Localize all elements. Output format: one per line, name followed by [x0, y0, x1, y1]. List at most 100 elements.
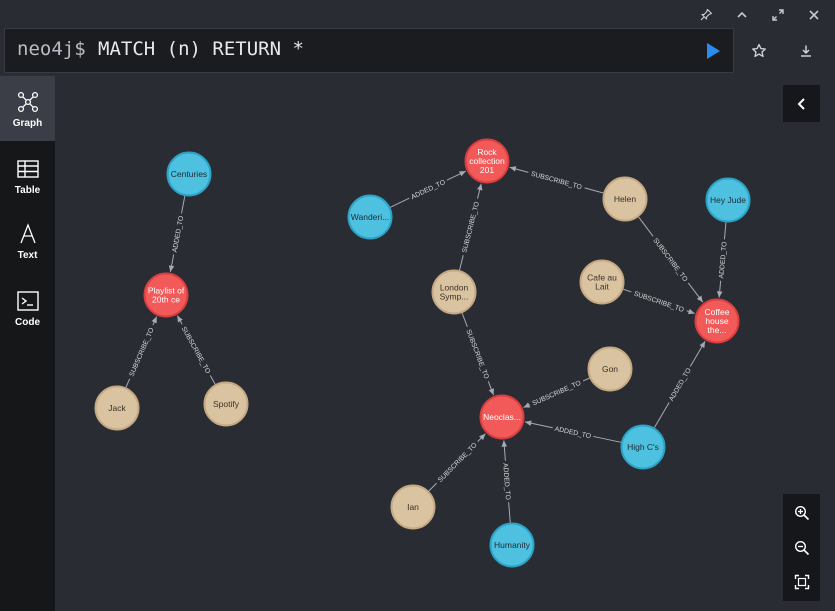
relationship-line[interactable] — [390, 197, 410, 208]
zoom-out-button[interactable] — [783, 531, 820, 564]
relationship[interactable]: SUBSCRIBE_TO — [461, 312, 495, 396]
pin-icon[interactable] — [695, 4, 717, 26]
relationship-line[interactable] — [176, 315, 183, 325]
relationship-line[interactable] — [723, 222, 727, 240]
relationship-line[interactable] — [524, 420, 553, 429]
graph-node-wanderi[interactable]: Wanderi... — [347, 194, 393, 240]
graph-node-highcs[interactable]: High C's — [620, 424, 666, 470]
node-circle[interactable] — [579, 259, 625, 305]
graph-node-spotify[interactable]: Spotify — [203, 381, 249, 427]
relationship[interactable]: SUBSCRIBE_TO — [509, 166, 604, 194]
text-icon — [17, 222, 39, 246]
node-circle[interactable] — [390, 484, 436, 530]
run-query-button[interactable] — [703, 41, 723, 61]
graph-node-heyjude[interactable]: Hey Jude — [705, 177, 751, 223]
node-circle[interactable] — [464, 138, 510, 184]
graph-node-london[interactable]: LondonSymp... — [431, 269, 477, 315]
relationship-line[interactable] — [508, 502, 511, 523]
zoom-in-button[interactable] — [783, 496, 820, 529]
relationship-line[interactable] — [459, 255, 464, 271]
relationship-line[interactable] — [687, 282, 704, 303]
node-circle[interactable] — [705, 177, 751, 223]
chevron-up-icon[interactable] — [731, 4, 753, 26]
node-circle[interactable] — [143, 272, 189, 318]
relationship[interactable]: SUBSCRIBE_TO — [523, 377, 590, 408]
graph-node-centuries[interactable]: Centuries — [166, 151, 212, 197]
node-circle[interactable] — [347, 194, 393, 240]
relationship-line[interactable] — [584, 187, 604, 194]
relationship-line[interactable] — [653, 402, 670, 428]
sidebar-item-label: Table — [14, 185, 41, 196]
relationship-line[interactable] — [523, 402, 531, 408]
sidebar-item-code[interactable]: Code — [0, 275, 55, 340]
close-icon[interactable] — [803, 4, 825, 26]
sidebar-item-table[interactable]: Table — [0, 143, 55, 208]
relationship[interactable]: ADDED_TO — [168, 196, 186, 273]
download-button[interactable] — [793, 38, 819, 64]
node-circle[interactable] — [431, 269, 477, 315]
node-circle[interactable] — [203, 381, 249, 427]
relationship-line[interactable] — [623, 288, 632, 293]
relationship[interactable]: SUBSCRIBE_TO — [459, 183, 483, 271]
node-circle[interactable] — [602, 176, 648, 222]
node-circle[interactable] — [489, 522, 535, 568]
relationship-line[interactable] — [461, 312, 468, 327]
graph-node-gon[interactable]: Gon — [587, 346, 633, 392]
relationship-line[interactable] — [180, 196, 186, 214]
relationship-line[interactable] — [446, 170, 467, 181]
relationship[interactable]: ADDED_TO — [716, 222, 729, 298]
query-editor[interactable]: neo4j$ MATCH (n) RETURN * — [4, 28, 734, 73]
relationship-line[interactable] — [509, 166, 529, 173]
relationship-line[interactable] — [209, 375, 216, 385]
relationship-line[interactable] — [686, 308, 695, 315]
sidebar-item-text[interactable]: Text — [0, 208, 55, 273]
graph-node-jack[interactable]: Jack — [94, 385, 140, 431]
relationship[interactable]: ADDED_TO — [501, 440, 511, 523]
sidebar-item-graph[interactable]: Graph — [0, 76, 55, 141]
relationship-line[interactable] — [638, 216, 654, 237]
node-circle[interactable] — [479, 394, 525, 440]
node-circle[interactable] — [620, 424, 666, 470]
node-circle[interactable] — [694, 298, 740, 344]
relationship[interactable]: SUBSCRIBE_TO — [638, 216, 704, 303]
relationship-line[interactable] — [477, 433, 486, 442]
graph-node-coffee[interactable]: Coffeehousethe... — [694, 298, 740, 344]
expand-icon[interactable] — [767, 4, 789, 26]
favorite-button[interactable] — [746, 38, 772, 64]
relationship-line[interactable] — [487, 381, 495, 396]
collapse-panel-button[interactable] — [783, 85, 820, 122]
relationship-line[interactable] — [168, 254, 175, 273]
relationship-label: ADDED_TO — [668, 367, 693, 402]
relationship[interactable]: SUBSCRIBE_TO — [125, 316, 158, 388]
graph-node-humanity[interactable]: Humanity — [489, 522, 535, 568]
relationship-line[interactable] — [125, 378, 131, 388]
relationship-line[interactable] — [477, 183, 483, 199]
node-circle[interactable] — [587, 346, 633, 392]
graph-node-neoclas[interactable]: Neoclas... — [479, 394, 525, 440]
relationship-line[interactable] — [151, 316, 158, 326]
relationship[interactable]: ADDED_TO — [390, 170, 467, 208]
relationship[interactable]: ADDED_TO — [653, 341, 706, 428]
relationship-label: ADDED_TO — [718, 241, 728, 278]
relationship[interactable]: ADDED_TO — [524, 420, 622, 443]
relationship-line[interactable] — [428, 482, 437, 492]
relationship-line[interactable] — [716, 280, 723, 298]
fit-to-screen-button[interactable] — [783, 565, 820, 598]
query-text[interactable]: MATCH (n) RETURN * — [98, 38, 304, 60]
graph-node-ian[interactable]: Ian — [390, 484, 436, 530]
relationship[interactable]: SUBSCRIBE_TO — [176, 315, 216, 385]
node-circle[interactable] — [166, 151, 212, 197]
relationship-line[interactable] — [689, 341, 706, 367]
relationship[interactable]: SUBSCRIBE_TO — [428, 433, 486, 492]
relationship-line[interactable] — [501, 440, 508, 461]
graph-node-helen[interactable]: Helen — [602, 176, 648, 222]
node-circle[interactable] — [94, 385, 140, 431]
relationship[interactable]: SUBSCRIBE_TO — [623, 288, 695, 315]
relationship-line[interactable] — [593, 435, 622, 443]
relationship-line[interactable] — [582, 377, 590, 382]
